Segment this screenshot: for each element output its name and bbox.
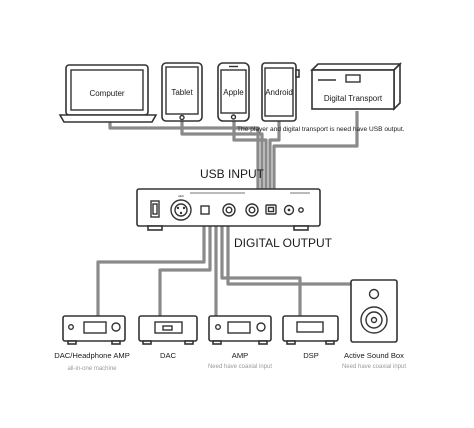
digital-output-label: DIGITAL OUTPUT <box>234 236 333 250</box>
digital-transport-device: Digital Transport <box>310 62 402 111</box>
amp-label: AMP <box>232 351 248 360</box>
amp-note: Need have coaxial input <box>208 364 272 370</box>
usb-cables <box>108 111 359 190</box>
dac-headphone-amp-device: DAC/Headphone AMP all-in-one machine <box>54 315 130 372</box>
active-sound-box-note: Need have coaxial input <box>342 364 406 370</box>
apple-device: Apple <box>217 62 250 122</box>
central-unit: AES <box>136 188 321 231</box>
apple-label: Apple <box>223 88 244 97</box>
dac-headphone-amp-note: all-in-one machine <box>67 366 117 372</box>
dsp-device: DSP <box>282 315 339 360</box>
android-label: Android <box>265 88 293 97</box>
tablet-device: Tablet <box>161 62 203 122</box>
amp-device: AMP Need have coaxial input <box>208 315 272 370</box>
dsp-label: DSP <box>303 351 319 360</box>
usb-input-label: USB INPUT <box>200 167 265 181</box>
usb-requirement-note: The player and digital transport is need… <box>237 126 405 133</box>
dac-headphone-amp-label: DAC/Headphone AMP <box>54 351 130 360</box>
active-sound-box-device: Active Sound Box Need have coaxial input <box>342 279 406 370</box>
dac-label: DAC <box>160 351 177 360</box>
active-sound-box-label: Active Sound Box <box>344 351 404 360</box>
computer-device: Computer <box>58 64 158 123</box>
tablet-label: Tablet <box>171 88 193 97</box>
android-device: Android <box>261 62 300 122</box>
svg-text:AES: AES <box>178 194 184 198</box>
dac-device: DAC <box>138 315 198 360</box>
computer-label: Computer <box>89 89 124 98</box>
digital-transport-label: Digital Transport <box>324 94 383 103</box>
